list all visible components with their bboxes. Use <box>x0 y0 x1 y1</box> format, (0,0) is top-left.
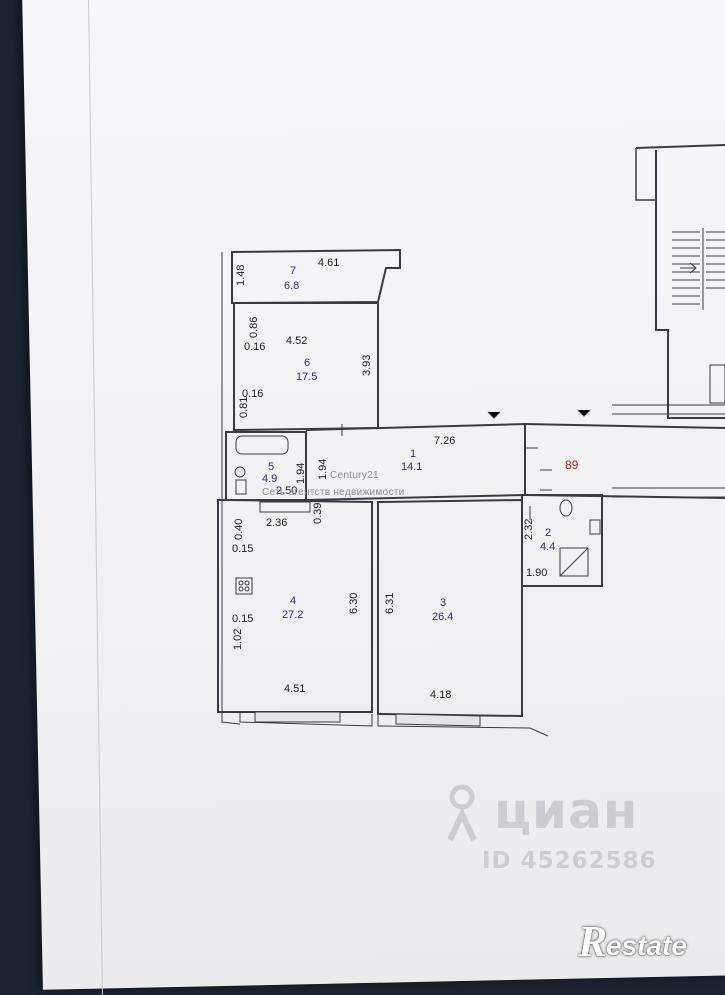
outer-wall-bottom-right <box>377 714 549 737</box>
room-1-area: 14.1 <box>401 461 423 473</box>
dimension-label: 1.90 <box>526 567 548 579</box>
window-room-3 <box>395 713 481 727</box>
room-6-number: 6 <box>304 357 311 369</box>
restate-logo-initial: R <box>578 917 608 966</box>
balcony-7-outline <box>231 248 401 305</box>
dimension-label: 2.32 <box>523 518 535 540</box>
dimension-label: 4.61 <box>318 257 340 269</box>
corridor-window-lines <box>612 404 725 415</box>
dimension-label: 1.48 <box>235 264 247 286</box>
cian-wordmark: циан <box>494 782 639 840</box>
room-2-number: 2 <box>545 527 552 539</box>
room-5-area: 4.9 <box>262 473 278 485</box>
dimension-label: 0.81 <box>238 396 250 418</box>
dimension-label: 1.94 <box>295 462 307 484</box>
dimension-label: 0.16 <box>242 388 264 400</box>
stair-core-outline <box>635 144 725 419</box>
toilet-icon-2 <box>559 499 573 517</box>
dimension-label: 0.86 <box>248 316 260 338</box>
agency-watermark: Сеть агентств недвижимости <box>262 487 405 498</box>
dimension-label: 6.30 <box>348 592 360 614</box>
kitchen-counter-icon <box>259 501 311 513</box>
stairs <box>672 228 725 404</box>
marker-label: 89 <box>565 458 579 472</box>
room-1-number: 1 <box>410 448 417 460</box>
fixtures <box>234 435 601 595</box>
dimension-ticks <box>341 409 591 520</box>
adjacent-corridor-outline <box>524 423 725 499</box>
window-room-4 <box>254 711 341 723</box>
century21-watermark: Century21 <box>330 470 379 481</box>
dimension-label: 0.15 <box>232 543 254 555</box>
dimension-label: 0.16 <box>244 341 266 353</box>
dimension-label: 2.50 <box>276 485 298 497</box>
listing-id: ID 45262586 <box>482 848 657 874</box>
room-2-outline <box>521 494 603 587</box>
outer-wall-left <box>221 252 241 725</box>
room-3-area: 26.4 <box>432 611 454 623</box>
restate-logo: R estate <box>578 917 725 966</box>
dimension-label: 0.40 <box>233 518 245 540</box>
dimension-label: 4.51 <box>284 683 306 695</box>
room-4-number: 4 <box>290 595 297 607</box>
toilet-icon <box>235 479 247 495</box>
restate-logo-text: estate <box>606 930 687 961</box>
room-4-area: 27.2 <box>282 609 304 621</box>
bathtub-icon <box>235 435 289 455</box>
room-7-area: 6.8 <box>284 280 300 292</box>
dimension-label: 6.31 <box>384 592 396 614</box>
washbasin-icon-2 <box>589 519 601 535</box>
dimension-label: 0.15 <box>232 613 254 625</box>
room-3-number: 3 <box>440 597 447 609</box>
dimension-label: 1.94 <box>317 458 329 480</box>
dimension-label: 0.39 <box>312 502 324 524</box>
room-2-area: 4.4 <box>540 541 556 553</box>
dimension-label: 3.93 <box>361 354 373 376</box>
room-7-number: 7 <box>290 265 297 277</box>
room-1-outline <box>305 422 526 501</box>
floor-plan <box>217 144 725 737</box>
corridor-window-lines-2 <box>612 487 725 498</box>
location-pin-icon <box>448 784 477 842</box>
room-5-number: 5 <box>268 461 275 473</box>
stair-core-edge <box>635 148 656 201</box>
cian-watermark: циан ID 45262586 <box>448 782 668 882</box>
room-3-outline <box>377 498 523 718</box>
dimension-label: 4.52 <box>286 335 308 347</box>
outer-wall-bottom-left <box>239 712 373 727</box>
dimension-label: 1.02 <box>232 628 244 650</box>
dimension-label: 4.18 <box>430 689 452 701</box>
dimension-label: 7.26 <box>434 435 456 447</box>
room-6-area: 17.5 <box>296 371 318 383</box>
washbasin-icon <box>234 466 246 478</box>
shower-icon <box>559 547 589 577</box>
dimension-label: 2.36 <box>266 517 288 529</box>
stove-icon <box>235 577 253 595</box>
